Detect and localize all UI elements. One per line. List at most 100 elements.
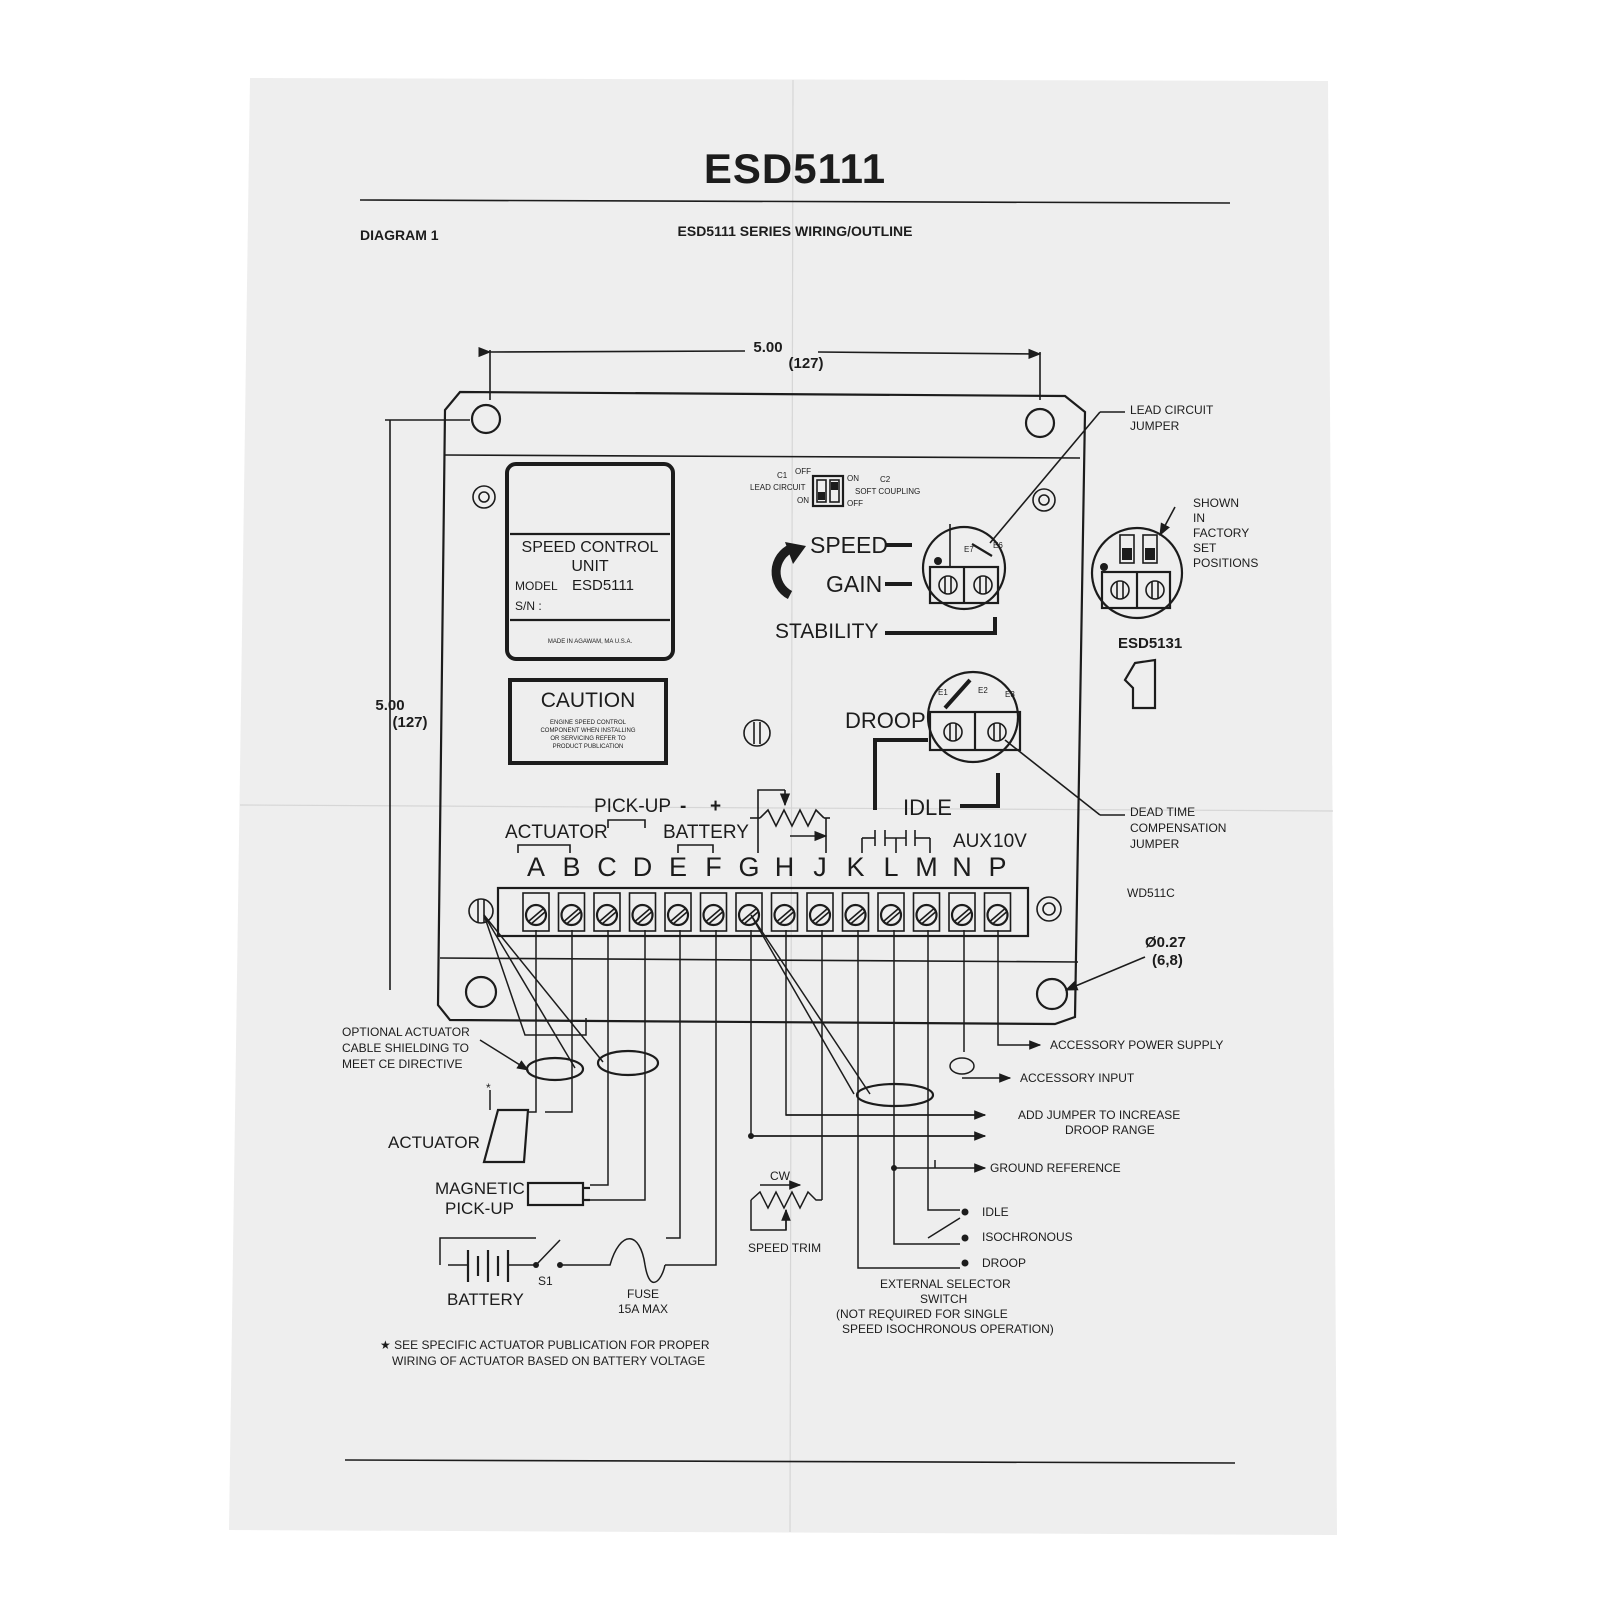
svg-text:FACTORY: FACTORY [1193,526,1249,540]
terminal-screw-h [770,892,799,932]
control-unit-outline [436,390,1087,1026]
caution-plate: CAUTION ENGINE SPEED CONTROL COMPONENT W… [508,678,668,765]
svg-text:E1: E1 [938,688,948,697]
svg-text:POSITIONS: POSITIONS [1193,556,1258,570]
wiring-labels: OPTIONAL ACTUATOR CABLE SHIELDING TO MEE… [342,1025,1223,1336]
footnote: ★ SEE SPECIFIC ACTUATOR PUBLICATION FOR … [380,1338,710,1368]
terminal-label-a: A [527,852,545,882]
svg-text:ENGINE SPEED CONTROL: ENGINE SPEED CONTROL [550,720,627,726]
terminal-label-m: M [915,852,938,882]
svg-text:S/N :: S/N : [515,599,542,613]
terminal-screw-m [912,892,941,932]
svg-text:IDLE: IDLE [982,1205,1009,1219]
svg-text:ACCESSORY POWER SUPPLY: ACCESSORY POWER SUPPLY [1050,1038,1223,1052]
terminal-screw-e [664,892,692,932]
svg-text:OPTIONAL ACTUATOR: OPTIONAL ACTUATOR [342,1025,470,1039]
svg-text:E3: E3 [1005,690,1015,699]
terminal-group-labels: ACTUATOR PICK-UP BATTERY - + AUX 10V [505,796,1027,853]
svg-text:ACTUATOR: ACTUATOR [388,1133,480,1152]
terminal-screw-n [948,892,976,932]
clockwise-arrow-icon [771,542,806,599]
svg-text:JUMPER: JUMPER [1130,837,1180,851]
terminal-block [468,886,1062,938]
terminal-screw-a [522,892,550,932]
hole-dimension: Ø0.27 (6,8) [1064,934,1186,991]
svg-text:+: + [710,796,721,817]
svg-text:SHOWN: SHOWN [1193,496,1239,510]
speed-gain-pots: SPEED GAIN STABILITY E7 E6 [775,524,1007,643]
svg-text:CAUTION: CAUTION [541,689,636,712]
terminal-label-d: D [633,852,653,882]
terminal-label-l: L [883,852,898,882]
svg-text:(127): (127) [392,714,427,731]
svg-text:SPEED TRIM: SPEED TRIM [748,1241,821,1255]
diagram-label: DIAGRAM 1 [360,227,439,243]
svg-text:5.00: 5.00 [753,339,782,356]
terminal-screw-j [806,892,834,932]
svg-text:(127): (127) [788,355,823,372]
svg-text:LEAD CIRCUIT: LEAD CIRCUIT [1130,403,1214,417]
fold-vertical [789,79,794,1533]
terminal-screw-f [699,892,728,932]
svg-text:MADE IN AGAWAM, MA U.S.A.: MADE IN AGAWAM, MA U.S.A. [548,639,633,645]
callout-shown-factory: SHOWN IN FACTORY SET POSITIONS [1159,496,1258,570]
svg-text:★ SEE SPECIFIC ACTUATOR PUBLIC: ★ SEE SPECIFIC ACTUATOR PUBLICATION FOR … [380,1338,710,1352]
svg-text:ACCESSORY INPUT: ACCESSORY INPUT [1020,1071,1135,1085]
label-plate: SPEED CONTROL UNIT MODEL ESD5111 S/N : M… [505,462,675,661]
dip-switch: C1 LEAD CIRCUIT OFF ON ON C2 SOFT COUPLI… [750,467,920,508]
terminal-screw-k [841,892,870,932]
droop-switch-symbol [861,830,931,853]
svg-text:CW: CW [770,1169,791,1183]
svg-text:COMPONENT WHEN INSTALLING: COMPONENT WHEN INSTALLING [540,728,635,734]
height-dimension: 5.00 (127) [375,419,470,990]
svg-text:SWITCH: SWITCH [920,1292,967,1306]
svg-text:ON: ON [847,474,859,483]
terminal-label-e: E [669,852,687,882]
svg-text:PRODUCT PUBLICATION: PRODUCT PUBLICATION [553,744,624,750]
terminal-screw-d [628,892,657,932]
svg-text:C2: C2 [880,475,891,484]
svg-text:5.00: 5.00 [375,697,404,714]
droop-idle-pots: E1 E2 E3 DROOP IDLE [845,670,1022,820]
svg-text:WIRING OF ACTUATOR BASED ON BA: WIRING OF ACTUATOR BASED ON BATTERY VOLT… [392,1354,705,1368]
svg-text:SPEED CONTROL: SPEED CONTROL [522,539,659,556]
svg-text:MAGNETIC: MAGNETIC [435,1179,525,1198]
paper [229,78,1337,1535]
svg-text:GROUND REFERENCE: GROUND REFERENCE [990,1161,1121,1175]
svg-text:ON: ON [797,496,809,505]
esd5131-inset: ESD5131 [1090,526,1184,710]
svg-text:DROOP: DROOP [982,1256,1026,1270]
terminal-label-p: P [988,852,1006,882]
svg-text:ADD JUMPER TO INCREASE: ADD JUMPER TO INCREASE [1018,1108,1180,1122]
terminal-label-k: K [846,852,864,882]
svg-text:DEAD TIME: DEAD TIME [1130,805,1195,819]
part-number: WD511C [1127,886,1175,900]
svg-text:MEET CE DIRECTIVE: MEET CE DIRECTIVE [342,1057,462,1071]
page-title: ESD5111 [704,145,886,192]
speed-pot-symbol [750,789,830,853]
svg-text:C1: C1 [777,471,788,480]
svg-text:BATTERY: BATTERY [663,822,749,843]
terminal-screw-c [593,892,621,932]
fold-horizontal [239,804,1334,812]
svg-text:AUX: AUX [953,831,992,852]
svg-text:10V: 10V [993,831,1027,852]
svg-text:OR SERVICING REFER TO: OR SERVICING REFER TO [550,736,626,742]
svg-text:SPEED ISOCHRONOUS OPERATION): SPEED ISOCHRONOUS OPERATION) [842,1322,1054,1336]
svg-text:E7: E7 [964,545,974,554]
svg-text:JUMPER: JUMPER [1130,419,1180,433]
svg-text:-: - [680,796,686,817]
svg-text:BATTERY: BATTERY [447,1290,524,1309]
svg-text:ESD5131: ESD5131 [1118,635,1182,652]
svg-text:SPEED: SPEED [810,532,888,558]
diagram-subtitle: ESD5111 SERIES WIRING/OUTLINE [678,223,913,239]
svg-text:SOFT COUPLING: SOFT COUPLING [855,487,920,496]
svg-text:COMPENSATION: COMPENSATION [1130,821,1226,835]
bottom-rule [344,1459,1236,1464]
svg-text:15A MAX: 15A MAX [618,1302,668,1316]
terminal-screw-l [877,892,905,932]
svg-text:UNIT: UNIT [571,558,609,575]
terminal-label-g: G [738,852,759,882]
svg-text:PICK-UP: PICK-UP [594,796,671,817]
